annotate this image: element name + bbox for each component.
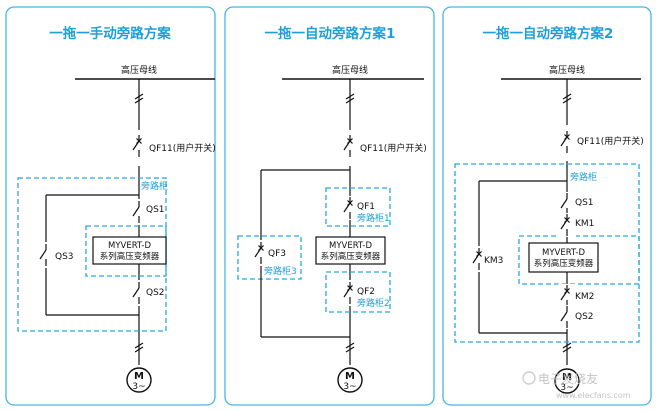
breaker-label: QF11(用户开关) <box>577 135 644 147</box>
watermark-logo-icon <box>522 371 536 385</box>
cabinet-1-boundary <box>325 187 391 227</box>
panel-title: 一拖一自动旁路方案2 <box>483 25 614 42</box>
breaker-label: QF11(用户开关) <box>149 142 216 154</box>
switch-label: QS1 <box>575 198 594 208</box>
busbar-label: 高压母线 <box>121 64 157 76</box>
switch-label: QF1 <box>357 202 375 212</box>
inverter-box <box>528 242 599 273</box>
switch-label: QS2 <box>575 312 594 322</box>
motor-phase: 3~ <box>560 383 573 393</box>
motor-icon <box>337 367 363 393</box>
bypass-cabinet-label: 旁路柜 <box>141 180 168 192</box>
panel-auto-bypass-2: 一拖一自动旁路方案2 高压母线 QF11(用户开关) 旁路柜 QS1 KM1 M… <box>442 6 652 406</box>
inverter-box <box>92 236 167 265</box>
panel-auto-bypass-1: 一拖一自动旁路方案1 高压母线 QF11(用户开关) QF1 旁路柜1 MYVE… <box>224 6 435 406</box>
inverter-model: MYVERT-D <box>542 248 585 258</box>
switch-label: QS2 <box>146 288 165 298</box>
watermark-url: www.elecfans.com <box>556 391 631 400</box>
motor-phase: 3~ <box>343 382 356 392</box>
busbar-label: 高压母线 <box>332 64 368 76</box>
inverter-model: MYVERT-D <box>108 241 151 251</box>
breaker-label: QF11(用户开关) <box>360 142 427 154</box>
switch-label: KM3 <box>484 256 503 266</box>
inverter-cabinet-boundary <box>518 235 640 285</box>
switch-label: QS1 <box>146 205 165 215</box>
switch-label: QF3 <box>268 249 286 259</box>
motor-label: M <box>134 371 144 382</box>
motor-icon <box>554 368 580 394</box>
inverter-desc: 系列高压变频器 <box>100 251 160 262</box>
inverter-box <box>315 236 386 265</box>
panel-title: 一拖一手动旁路方案 <box>49 25 171 42</box>
watermark: 电子发烧友 www.elecfans.com <box>522 371 631 400</box>
inverter-desc: 系列高压变频器 <box>534 258 594 269</box>
motor-label: M <box>345 371 355 382</box>
panel-title: 一拖一自动旁路方案1 <box>265 25 396 42</box>
busbar-label: 高压母线 <box>549 64 585 76</box>
motor-icon <box>126 367 152 393</box>
motor-label: M <box>562 372 572 383</box>
cabinet-3-boundary <box>237 235 302 280</box>
inverter-model: MYVERT-D <box>329 241 372 251</box>
motor-phase: 3~ <box>132 382 145 392</box>
cabinet-label: 旁路柜2 <box>357 297 390 309</box>
switch-label: QF2 <box>357 287 375 297</box>
cabinet-2-boundary <box>325 271 391 313</box>
panel-manual-bypass: 一拖一手动旁路方案 高压母线 QF11(用户开关) 旁路柜 QS1 MYVERT… <box>5 6 216 406</box>
switch-label: KM2 <box>575 292 594 302</box>
switch-label: QS3 <box>55 252 74 262</box>
switch-label: KM1 <box>575 219 594 229</box>
inverter-desc: 系列高压变频器 <box>321 251 381 262</box>
watermark-text: 电子发烧友 <box>538 371 598 386</box>
bypass-cabinet-label: 旁路柜 <box>570 171 597 183</box>
cabinet-label: 旁路柜3 <box>264 265 297 277</box>
cabinet-label: 旁路柜1 <box>357 212 390 224</box>
